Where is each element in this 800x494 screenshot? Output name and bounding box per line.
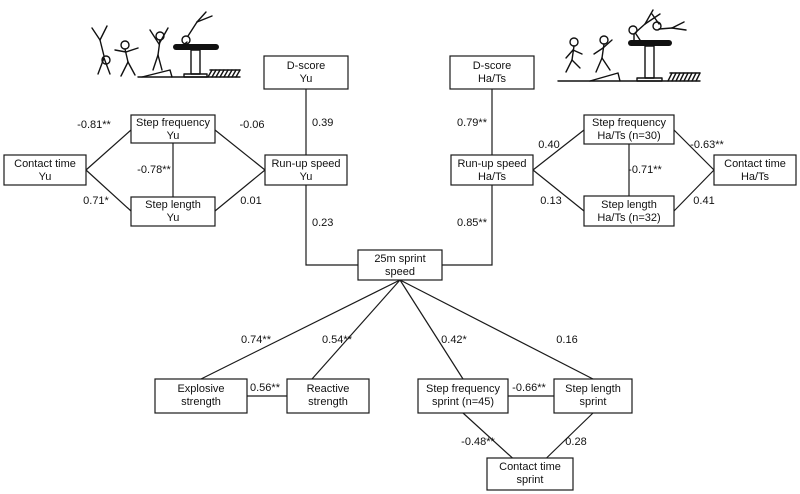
- coef-dscore-runup-yu: 0.39: [312, 117, 333, 129]
- coef-runup-steplen-ha: 0.13: [540, 195, 561, 207]
- coef-stepfreq-steplen-yu: -0.78**: [137, 164, 171, 176]
- edge-sprint-stepfreq: [399, 279, 464, 380]
- coef-steplen-runup-yu: 0.01: [240, 195, 261, 207]
- edge-steplen-runup-yu: [214, 169, 266, 212]
- coef-contact-stepfreq-yu: -0.81**: [77, 119, 111, 131]
- node-contact-yu: Contact time Yu: [3, 154, 87, 186]
- edge-steplen-contact-ha: [673, 169, 715, 212]
- coef-sprint-steplen: 0.16: [556, 334, 577, 346]
- node-label-line2: strength: [181, 396, 221, 408]
- node-label-line1: Run-up speed: [457, 158, 526, 170]
- edge-runup-sprint-ha: [442, 185, 493, 266]
- node-label-line2: speed: [385, 266, 415, 278]
- node-label-line1: Step frequency: [592, 117, 666, 129]
- edge-sprint-reactive: [311, 279, 401, 380]
- edge-sprint-explosive: [200, 279, 401, 380]
- edge-runup-sprint-yu: [305, 185, 358, 266]
- node-label-line2: Ha/Ts: [478, 73, 507, 85]
- node-steplen-yu: Step length Yu: [130, 196, 216, 227]
- node-label-line1: D-score: [473, 60, 512, 72]
- node-label-line1: Reactive: [307, 383, 350, 395]
- coef-stepfreq-contact-ha: -0.63**: [690, 139, 724, 151]
- node-label-line1: Step length: [601, 199, 657, 211]
- node-label-line1: 25m sprint: [374, 253, 425, 265]
- node-label-line1: Step length: [565, 383, 621, 395]
- coef-steplen-contact-ha: 0.41: [693, 195, 714, 207]
- coef-runup-sprint-ha: 0.85**: [457, 217, 488, 229]
- edge-contact-steplen-yu: [85, 169, 132, 212]
- node-label-line2: sprint: [517, 474, 544, 486]
- node-stepfreq-sprint: Step frequency sprint (n=45): [417, 378, 509, 414]
- coef-dscore-runup-ha: 0.79**: [457, 117, 488, 129]
- coef-steplen-contact-sprint: 0.28: [565, 436, 586, 448]
- node-label-line2: Yu: [167, 130, 180, 142]
- node-runup-ha: Run-up speed Ha/Ts: [450, 154, 534, 186]
- node-sprint-speed: 25m sprint speed: [357, 249, 443, 281]
- coef-stepfreq-runup-yu: -0.06: [239, 119, 264, 131]
- node-label-line2: Ha/Ts (n=32): [597, 212, 660, 224]
- node-label-line2: Ha/Ts (n=30): [597, 130, 660, 142]
- coef-explosive-reactive: 0.56**: [250, 382, 281, 394]
- node-label-line2: strength: [308, 396, 348, 408]
- edge-sprint-steplen: [399, 279, 594, 380]
- node-label-line1: Contact time: [14, 158, 76, 170]
- coef-stepfreq-steplen-sprint: -0.66**: [512, 382, 546, 394]
- node-reactive-strength: Reactive strength: [286, 378, 370, 414]
- coefficients: 0.39 -0.81** -0.78** 0.71* -0.06 0.01 0.…: [77, 117, 724, 448]
- node-label-line2: Yu: [39, 171, 52, 183]
- coef-contact-steplen-yu: 0.71*: [83, 195, 109, 207]
- node-dscore-ha: D-score Ha/Ts: [449, 55, 535, 90]
- edges: [85, 89, 715, 475]
- node-label-line2: Ha/Ts: [741, 171, 770, 183]
- node-dscore-yu: D-score Yu: [263, 55, 349, 90]
- gymnast-vault-sequence-handspring: [557, 9, 701, 82]
- coef-sprint-reactive: 0.54**: [322, 334, 353, 346]
- node-label-line2: Yu: [167, 212, 180, 224]
- node-contact-ha: Contact time Ha/Ts: [713, 154, 797, 186]
- coef-sprint-stepfreq: 0.42*: [441, 334, 467, 346]
- coef-stepfreq-steplen-ha: -0.71**: [628, 164, 662, 176]
- node-label-line1: Contact time: [499, 461, 561, 473]
- edge-runup-steplen-ha: [532, 169, 585, 212]
- edge-stepfreq-contact-ha: [673, 129, 715, 171]
- node-explosive-strength: Explosive strength: [154, 378, 248, 414]
- gymnast-vault-sequence-yurchenko: [91, 11, 241, 78]
- node-stepfreq-ha: Step frequency Ha/Ts (n=30): [583, 114, 675, 145]
- node-label-line1: Step length: [145, 199, 201, 211]
- node-label-line1: Contact time: [724, 158, 786, 170]
- node-label-line2: Yu: [300, 171, 313, 183]
- node-label-line1: Run-up speed: [271, 158, 340, 170]
- node-label-line2: Ha/Ts: [478, 171, 507, 183]
- node-contact-sprint: Contact time sprint: [486, 457, 574, 491]
- coef-runup-stepfreq-ha: 0.40: [538, 139, 559, 151]
- node-stepfreq-yu: Step frequency Yu: [130, 114, 216, 144]
- node-label-line1: Step frequency: [136, 117, 210, 129]
- node-label-line2: sprint (n=45): [432, 396, 494, 408]
- node-label-line2: sprint: [580, 396, 607, 408]
- edge-runup-stepfreq-ha: [532, 129, 585, 171]
- node-label-line1: Explosive: [177, 383, 224, 395]
- node-steplen-sprint: Step length sprint: [553, 378, 633, 414]
- node-label-line2: Yu: [300, 73, 313, 85]
- node-label-line1: D-score: [287, 60, 326, 72]
- coef-stepfreq-contact-sprint: -0.48**: [461, 436, 495, 448]
- edge-contact-stepfreq-yu: [85, 129, 132, 171]
- node-label-line1: Step frequency: [426, 383, 500, 395]
- edge-stepfreq-runup-yu: [214, 129, 266, 171]
- node-runup-yu: Run-up speed Yu: [264, 154, 348, 186]
- coef-sprint-explosive: 0.74**: [241, 334, 272, 346]
- coef-runup-sprint-yu: 0.23: [312, 217, 333, 229]
- node-steplen-ha: Step length Ha/Ts (n=32): [583, 195, 675, 227]
